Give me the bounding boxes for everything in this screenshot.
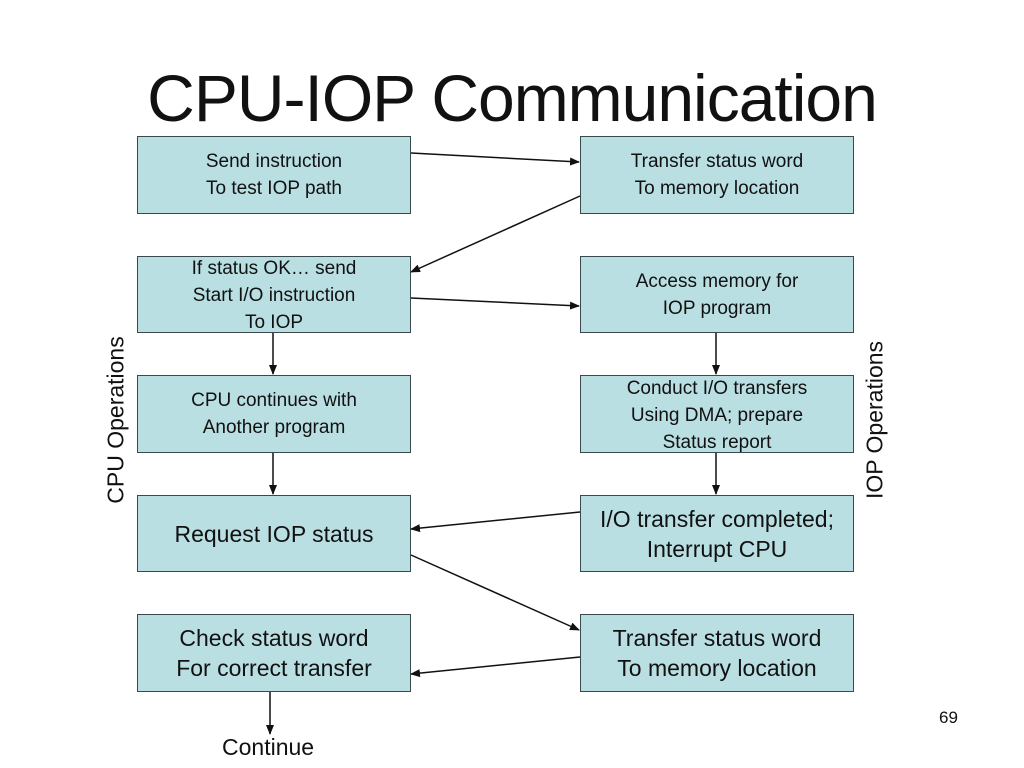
cpu-step-send-instruction: Send instruction To test IOP path (137, 136, 411, 214)
slide-title: CPU-IOP Communication (147, 61, 878, 135)
arrow-cpu4-to-iop5 (410, 554, 580, 631)
arrow-iop1-to-cpu2 (410, 195, 581, 273)
iop-step-access-memory: Access memory for IOP program (580, 256, 854, 333)
cpu-step-start-io: If status OK… send Start I/O instruction… (137, 256, 411, 333)
arrow-iop5-to-cpu5 (410, 656, 581, 678)
page-number: 69 (939, 708, 958, 727)
cpu-step-continue-program: CPU continues with Another program (137, 375, 411, 453)
cpu-step-request-status: Request IOP status (137, 495, 411, 572)
iop-step-transfer-status-final: Transfer status word To memory location (580, 614, 854, 692)
arrow-iop4-to-cpu4 (410, 511, 581, 533)
iop-step-transfer-completed: I/O transfer completed; Interrupt CPU (580, 495, 854, 572)
arrow-cpu2-to-iop2 (410, 297, 580, 310)
iop-step-transfer-status: Transfer status word To memory location (580, 136, 854, 214)
arrow-cpu1-to-iop1 (410, 152, 580, 166)
continue-label: Continue (222, 734, 315, 760)
cpu-step-check-status: Check status word For correct transfer (137, 614, 411, 692)
iop-step-conduct-transfers: Conduct I/O transfers Using DMA; prepare… (580, 375, 854, 453)
